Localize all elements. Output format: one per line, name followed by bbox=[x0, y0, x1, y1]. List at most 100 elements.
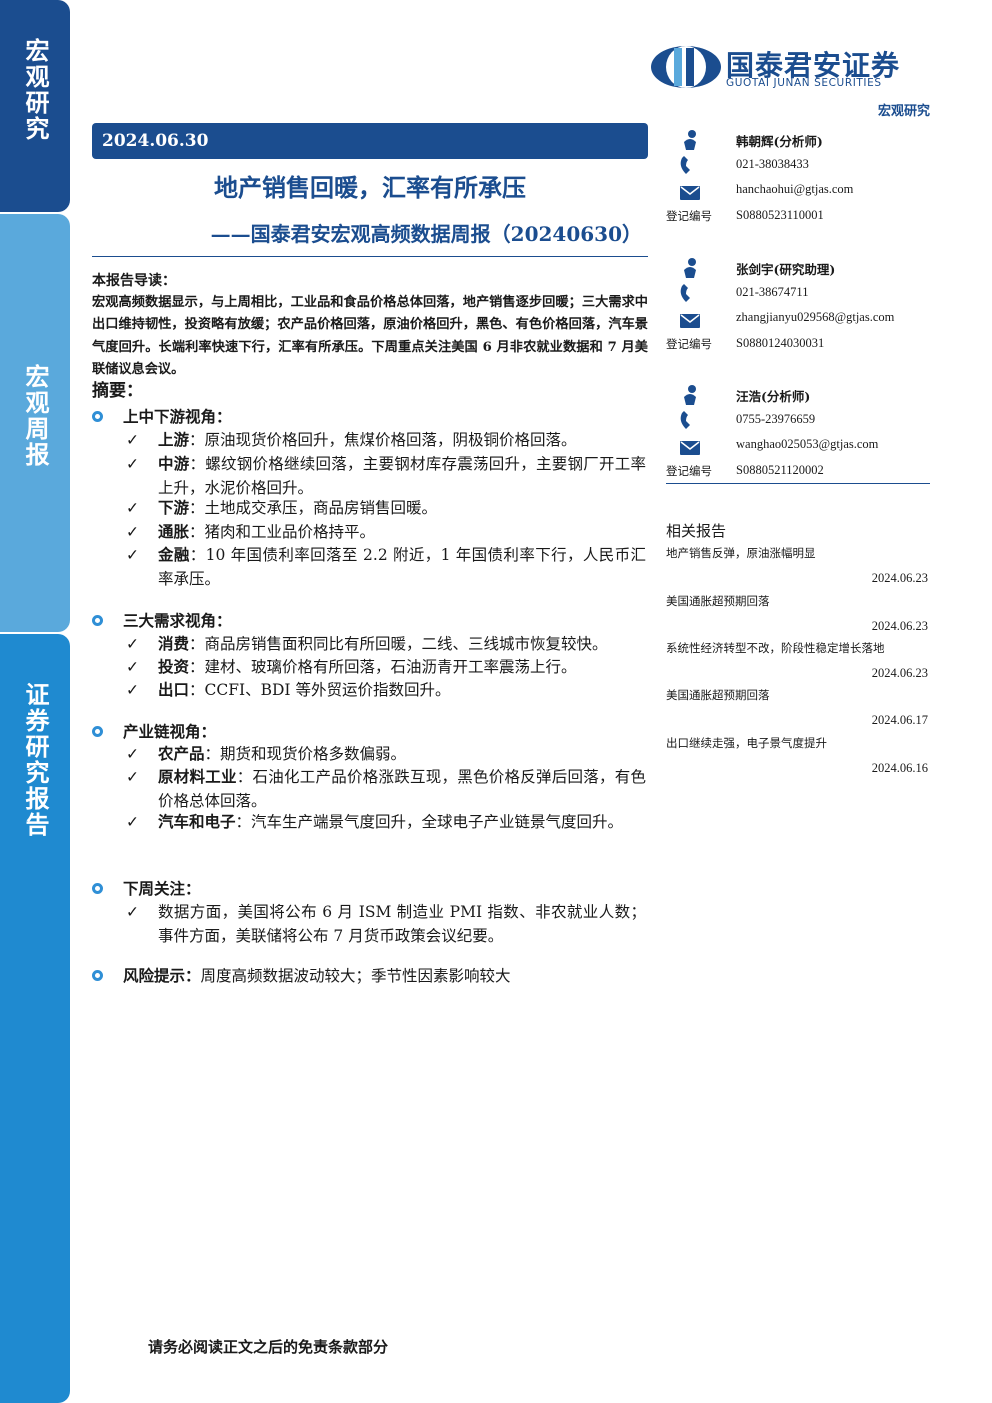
item-label: 下游 bbox=[158, 498, 190, 517]
related-report-item[interactable]: 美国通胀超预期回落 2024.06.17 bbox=[666, 687, 930, 728]
related-report-date: 2024.06.16 bbox=[871, 761, 928, 775]
related-report-title[interactable]: 美国通胀超预期回落 bbox=[666, 688, 770, 702]
item-text: ：商品房销售面积同比有所回暖，二线、三线城市恢复较快。 bbox=[189, 635, 608, 653]
section-heading-text: 上中下游视角： bbox=[123, 407, 232, 426]
check-mark-icon: ✓ bbox=[126, 768, 139, 786]
item-text: ：螺纹钢价格继续回落，主要钢材库存震荡回升，主要钢厂开工率上升，水泥价格回升。 bbox=[158, 455, 646, 497]
sidebar-tab-macro-research: 宏观研究 bbox=[0, 0, 70, 212]
registration-number: S0880124030031 bbox=[736, 336, 825, 350]
guide-heading: 本报告导读： bbox=[92, 273, 176, 289]
sidebar-tab-securities-report: 证券研究报告 bbox=[0, 634, 70, 1403]
analyst-email[interactable]: hanchaohui@gtjas.com bbox=[736, 182, 854, 196]
related-report-item[interactable]: 地产销售反弹，原油涨幅明显 2024.06.23 bbox=[666, 545, 930, 586]
contact-icons bbox=[680, 258, 700, 328]
item-label: 汽车和电子 bbox=[158, 812, 236, 831]
item-label: 上游 bbox=[158, 430, 190, 449]
item-text: ：10 年国债利率回落至 2.2 附近，1 年国债利率下行，人民币汇率承压。 bbox=[158, 546, 646, 588]
registration-number: S0880521120002 bbox=[736, 463, 824, 477]
report-subtitle: ——国泰君安宏观高频数据周报（20240630） bbox=[210, 222, 642, 246]
logo-english-name: GUOTAI JUNAN SECURITIES bbox=[726, 77, 882, 89]
check-mark-icon: ✓ bbox=[126, 745, 139, 763]
related-report-date: 2024.06.17 bbox=[871, 713, 928, 727]
analyst-phone: 021-38674711 bbox=[736, 285, 809, 299]
ring-bullet-icon bbox=[92, 410, 103, 422]
ring-bullet-icon bbox=[92, 882, 103, 894]
analyst-name: 汪浩(分析师) bbox=[736, 389, 811, 404]
related-reports-heading: 相关报告 bbox=[666, 522, 727, 540]
sidebar-tab-macro-weekly: 宏观周报 bbox=[0, 214, 70, 632]
sidebar-tab-label: 宏观周报 bbox=[21, 364, 49, 468]
analyst-email[interactable]: zhangjianyu029568@gtjas.com bbox=[736, 310, 895, 324]
list-item: ✓农产品：期货和现货价格多数偏弱。 bbox=[126, 742, 646, 766]
list-item: ✓通胀：猪肉和工业品价格持平。 bbox=[126, 520, 646, 544]
list-item: ✓金融：10 年国债利率回落至 2.2 附近，1 年国债利率下行，人民币汇率承压… bbox=[126, 543, 646, 591]
section-heading-text: 下周关注： bbox=[123, 879, 201, 898]
list-item: ✓ 出口：CCFI、BDI 等外贸运价指数回升。 bbox=[126, 678, 646, 702]
title-divider bbox=[92, 256, 648, 257]
section-heading: 产业链视角： bbox=[92, 720, 216, 742]
check-mark-icon: ✓ bbox=[126, 431, 139, 449]
item-text: ：CCFI、BDI 等外贸运价指数回升。 bbox=[189, 681, 451, 699]
footer-disclaimer: 请务必阅读正文之后的免责条款部分 bbox=[148, 1338, 389, 1356]
check-mark-icon: ✓ bbox=[126, 813, 139, 831]
section-heading-text: 三大需求视角： bbox=[123, 611, 232, 630]
registration-number: S0880523110001 bbox=[736, 208, 824, 222]
item-label: 出口 bbox=[158, 680, 190, 699]
item-text: ：汽车生产端景气度回升，全球电子产业链景气度回升。 bbox=[235, 813, 624, 831]
analyst-card: 张剑宇(研究助理) 021-38674711 zhangjianyu029568… bbox=[666, 256, 930, 356]
related-report-title[interactable]: 美国通胀超预期回落 bbox=[666, 594, 770, 608]
check-mark-icon: ✓ bbox=[126, 499, 139, 517]
check-mark-icon: ✓ bbox=[126, 635, 139, 653]
related-report-item[interactable]: 系统性经济转型不改，阶段性稳定增长落地 2024.06.23 bbox=[666, 640, 930, 681]
related-report-date: 2024.06.23 bbox=[871, 571, 928, 585]
sidebar-tab-label: 宏观研究 bbox=[21, 38, 49, 142]
item-text: ：原油现货价格回升，焦煤价格回落，阴极铜价格回落。 bbox=[189, 431, 577, 449]
list-item: ✓数据方面，美国将公布 6 月 ISM 制造业 PMI 指数、非农就业人数；事件… bbox=[126, 900, 646, 948]
item-label: 金融 bbox=[158, 545, 190, 564]
registration-label: 登记编号 bbox=[666, 464, 712, 478]
list-item: ✓投资：建材、玻璃价格有所回落，石油沥青开工率震荡上行。 bbox=[126, 655, 646, 679]
sidebar-tab-label: 证券研究报告 bbox=[21, 682, 49, 838]
item-label: 原材料工业 bbox=[158, 767, 237, 786]
registration-label: 登记编号 bbox=[666, 337, 712, 351]
company-logo: 国泰君安证券 GUOTAI JUNAN SECURITIES bbox=[650, 44, 940, 92]
guide-text: 宏观高频数据显示，与上周相比，工业品和食品价格总体回落，地产销售逐步回暖；三大需… bbox=[92, 295, 648, 378]
registration-label: 登记编号 bbox=[666, 209, 712, 223]
related-report-title[interactable]: 地产销售反弹，原油涨幅明显 bbox=[666, 546, 816, 560]
list-item: ✓ 上游：原油现货价格回升，焦煤价格回落，阴极铜价格回落。 bbox=[126, 428, 646, 452]
related-report-item[interactable]: 出口继续走强，电子景气度提升 2024.06.16 bbox=[666, 735, 930, 776]
analyst-phone: 021-38038433 bbox=[736, 157, 809, 171]
analyst-phone: 0755-23976659 bbox=[736, 412, 816, 426]
check-mark-icon: ✓ bbox=[126, 903, 139, 921]
summary-heading: 摘要： bbox=[92, 381, 143, 401]
analyst-name: 张剑宇(研究助理) bbox=[736, 262, 836, 277]
related-report-date: 2024.06.23 bbox=[871, 619, 928, 633]
related-report-date: 2024.06.23 bbox=[871, 666, 928, 680]
section-heading-text: 产业链视角： bbox=[123, 722, 217, 741]
item-label: 投资 bbox=[158, 657, 190, 676]
related-report-item[interactable]: 美国通胀超预期回落 2024.06.23 bbox=[666, 593, 930, 634]
analyst-divider bbox=[666, 483, 930, 484]
check-mark-icon: ✓ bbox=[126, 681, 139, 699]
analyst-email[interactable]: wanghao025053@gtjas.com bbox=[736, 437, 879, 451]
contact-icons bbox=[680, 385, 700, 455]
item-text: ：猪肉和工业品价格持平。 bbox=[189, 523, 376, 541]
logo-chinese-name: 国泰君安证券 bbox=[726, 49, 901, 82]
list-item: ✓中游：螺纹钢价格继续回落，主要钢材库存震荡回升，主要钢厂开工率上升，水泥价格回… bbox=[126, 452, 646, 500]
analyst-name: 韩朝辉(分析师) bbox=[736, 134, 823, 149]
section-heading: 三大需求视角： bbox=[92, 609, 232, 631]
section-heading: 上中下游视角： bbox=[92, 405, 232, 427]
related-report-title[interactable]: 出口继续走强，电子景气度提升 bbox=[666, 736, 827, 750]
ring-bullet-icon bbox=[92, 725, 103, 737]
logo-mark-icon bbox=[651, 46, 721, 88]
contact-icons bbox=[680, 130, 700, 200]
list-item: ✓ 下游：土地成交承压，商品房销售回暖。 bbox=[126, 496, 646, 520]
related-report-title[interactable]: 系统性经济转型不改，阶段性稳定增长落地 bbox=[666, 641, 885, 655]
risk-label: 风险提示： bbox=[123, 966, 201, 985]
item-text: ：土地成交承压，商品房销售回暖。 bbox=[189, 499, 438, 517]
ring-bullet-icon bbox=[92, 614, 103, 626]
section-heading: 下周关注： bbox=[92, 877, 201, 899]
item-label: 农产品 bbox=[158, 744, 205, 763]
item-text: ：建材、玻璃价格有所回落，石油沥青开工率震荡上行。 bbox=[189, 658, 577, 676]
item-label: 中游 bbox=[158, 454, 190, 473]
